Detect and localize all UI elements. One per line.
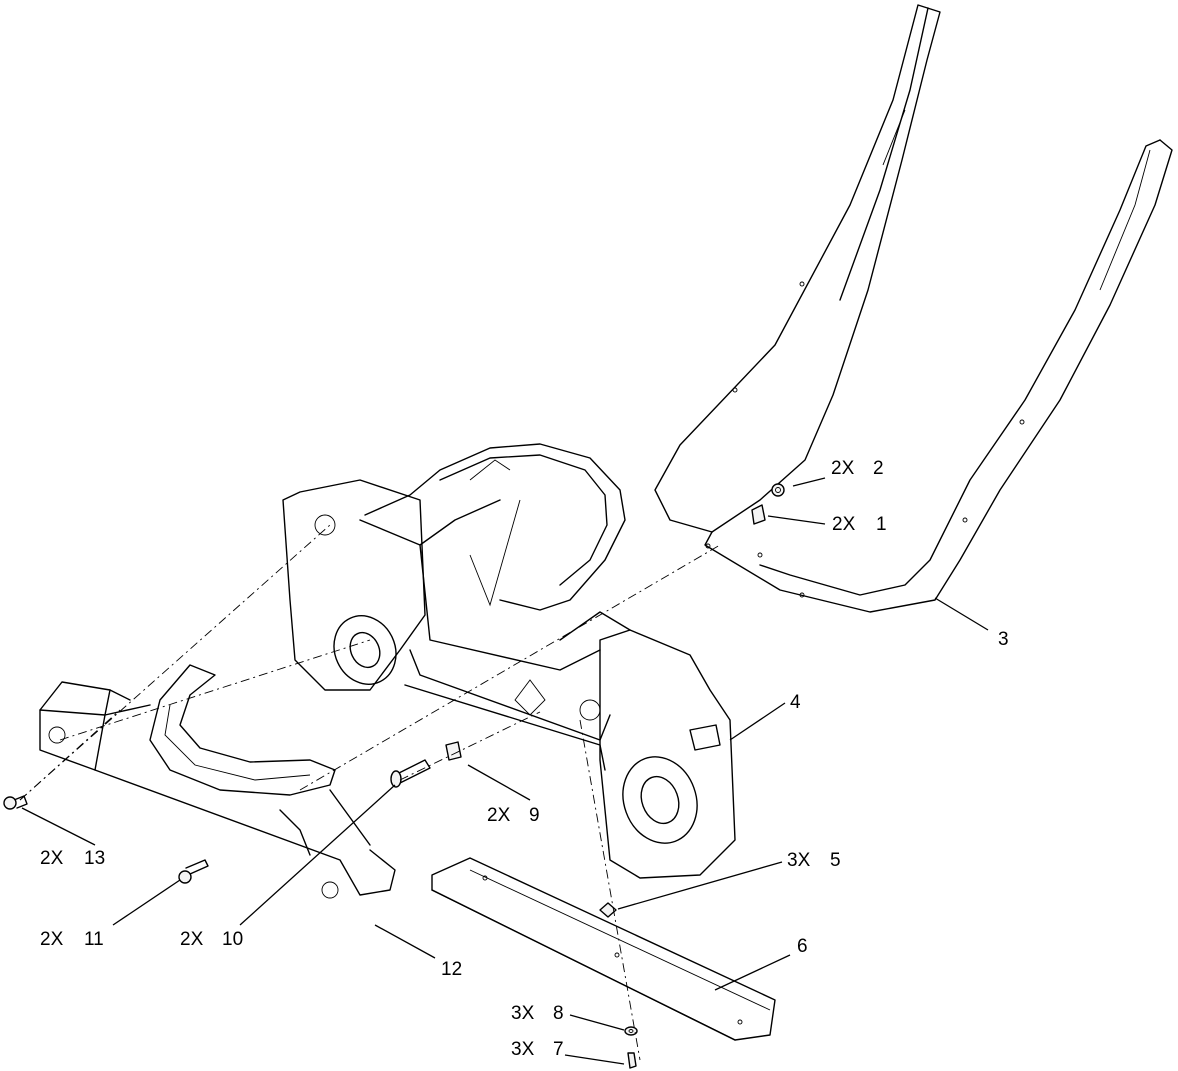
scraper-bar-part-6 (431, 857, 776, 1041)
carriage-bolt-part-5 (599, 902, 617, 918)
leader-lines (21, 477, 989, 1065)
callout-13-num: 13 (84, 848, 105, 869)
callout-12-num: 12 (441, 959, 462, 980)
callout-4-num: 4 (790, 692, 801, 713)
callout-1-qty: 2X (832, 514, 856, 535)
callout-13-qty: 2X (40, 848, 64, 869)
callout-11-num: 11 (84, 929, 104, 950)
callout-7-num: 7 (553, 1039, 564, 1060)
carriage-bolt-part-10 (390, 759, 431, 788)
square-nut-part-9 (445, 741, 462, 761)
callout-1-num: 1 (876, 514, 887, 535)
callout-5-num: 5 (830, 850, 841, 871)
callout-2-num: 2 (873, 458, 884, 479)
callout-labels: 2X 1 2X 2 3 4 3X 5 6 3X 7 3X 8 2X 9 2X 1… (40, 458, 1009, 1060)
callout-10-num: 10 (222, 929, 243, 950)
callout-9-num: 9 (529, 805, 540, 826)
flange-bolt-part-11 (178, 859, 209, 884)
assembly-lines (19, 524, 721, 1061)
flat-washer-part-8 (624, 1026, 638, 1036)
callout-10-qty: 2X (180, 929, 204, 950)
housing-part-4 (282, 443, 736, 879)
callout-9-qty: 2X (487, 805, 511, 826)
callout-2-qty: 2X (831, 458, 855, 479)
callout-8-num: 8 (553, 1003, 564, 1024)
callout-7-qty: 3X (511, 1039, 535, 1060)
callout-11-qty: 2X (40, 929, 64, 950)
nut-part-2 (771, 483, 785, 497)
callout-3-num: 3 (998, 629, 1009, 650)
front-bar-part-12 (39, 664, 396, 899)
handle-part-3 (654, 4, 1173, 613)
bolt-part-1 (751, 504, 766, 525)
bolt-part-13 (3, 795, 28, 810)
callout-6-num: 6 (797, 936, 808, 957)
bolt-part-7 (627, 1052, 637, 1069)
callout-5-qty: 3X (787, 850, 811, 871)
callout-8-qty: 3X (511, 1003, 535, 1024)
